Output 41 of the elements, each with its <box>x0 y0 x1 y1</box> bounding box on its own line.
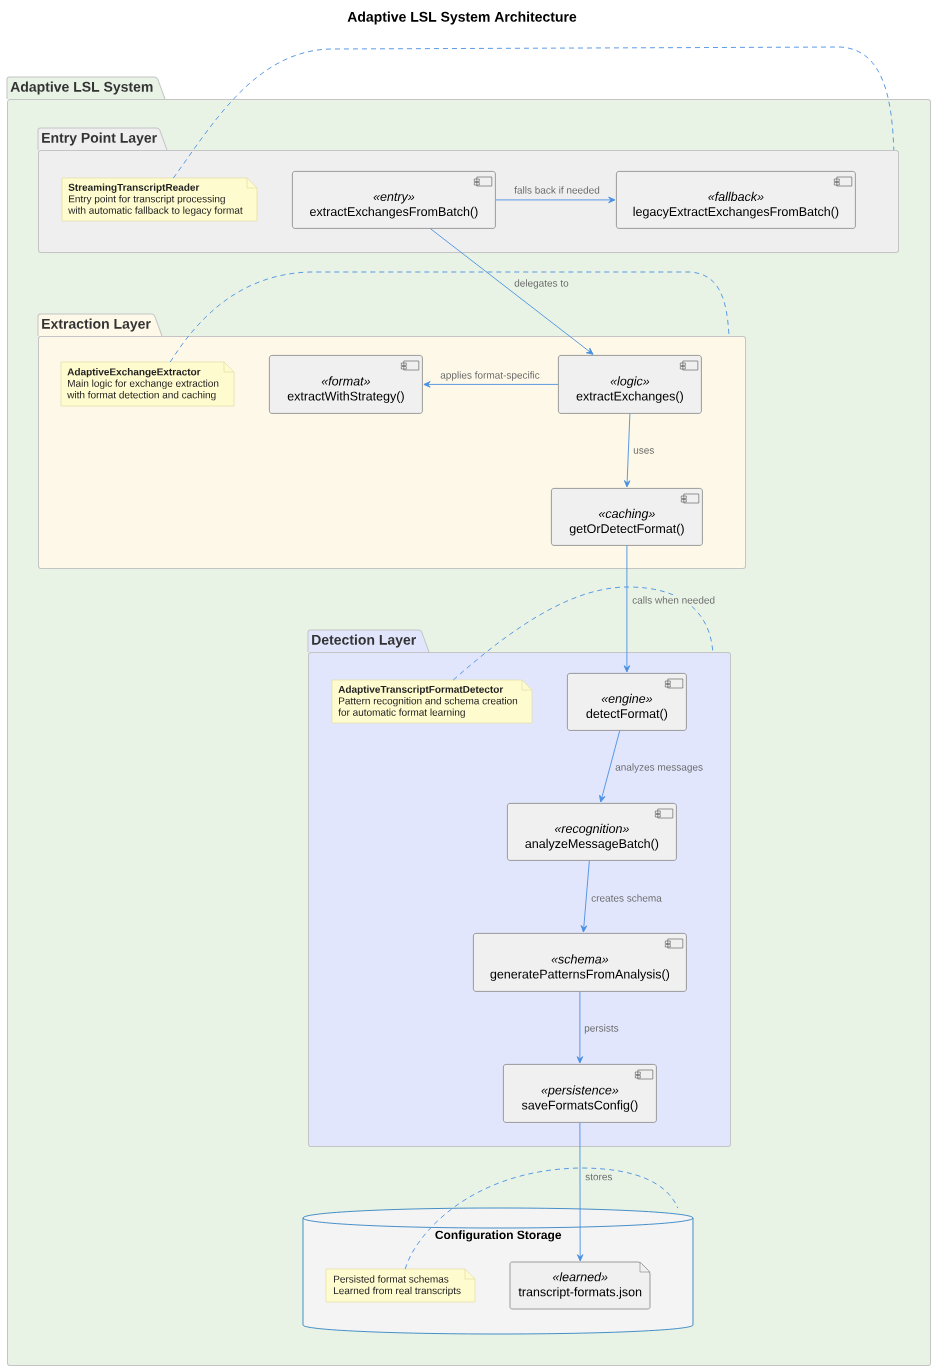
arrow <box>580 860 590 933</box>
arrow <box>623 413 631 488</box>
title: Adaptive LSL System Architecture <box>347 11 577 25</box>
package-tab: Adaptive LSL System <box>6 76 166 100</box>
arrow <box>623 545 631 673</box>
component-box: «format» extractWithStrategy() <box>269 355 423 414</box>
component-box: «entry» extractExchangesFromBatch() <box>292 171 496 229</box>
edge-label: calls when needed <box>631 595 717 605</box>
component-box: «logic» extractExchanges() <box>558 355 702 414</box>
component-box: «schema» generatePatternsFromAnalysis() <box>473 933 687 992</box>
dashed-line <box>404 1167 679 1270</box>
note-box: StreamingTranscriptReader Entry point for transcript processing with automatic fallback to legacy format <box>61 177 258 222</box>
edge-label: uses <box>632 447 656 455</box>
arrow <box>430 228 594 355</box>
arrow <box>576 991 584 1064</box>
dashed-line <box>452 586 714 681</box>
package-tab: Extraction Layer <box>37 313 163 337</box>
document-box: «learned» transcript-formats.json <box>509 1261 651 1310</box>
edge-label: applies format-specific <box>439 370 541 382</box>
edge-label: analyzes messages <box>614 762 704 774</box>
arrow <box>495 196 616 204</box>
component-box: «persistence» saveFormatsConfig() <box>503 1064 657 1123</box>
package-tab: Entry Point Layer <box>37 127 168 151</box>
edge-label: creates schema <box>590 893 663 903</box>
component-box: «fallback» legacyExtractExchangesFromBatch() <box>616 171 856 229</box>
component-box: «recognition» analyzeMessageBatch() <box>507 803 677 861</box>
component-box: «caching» getOrDetectFormat() <box>551 488 703 546</box>
arrow <box>576 1122 584 1262</box>
note-box: AdaptiveTranscriptFormatDetector Pattern recognition and schema creation for automatic format learning <box>331 679 533 724</box>
edge-label: stores <box>584 1172 614 1182</box>
edge-label: delegates to <box>513 278 570 290</box>
package-tab: Detection Layer <box>307 629 430 653</box>
note-box: AdaptiveExchangeExtractor Main logic for exchange extraction with format detection and caching <box>60 361 235 407</box>
dashed-line <box>169 271 730 363</box>
note-box: Persisted format schemas Learned from real transcripts <box>325 1268 476 1303</box>
edge-label: falls back if needed <box>513 185 601 195</box>
component-box: «engine» detectFormat() <box>567 673 687 731</box>
edge-label: persists <box>583 1023 620 1035</box>
dashed-line <box>172 46 895 179</box>
arrow <box>599 730 621 803</box>
arrow <box>423 381 559 388</box>
